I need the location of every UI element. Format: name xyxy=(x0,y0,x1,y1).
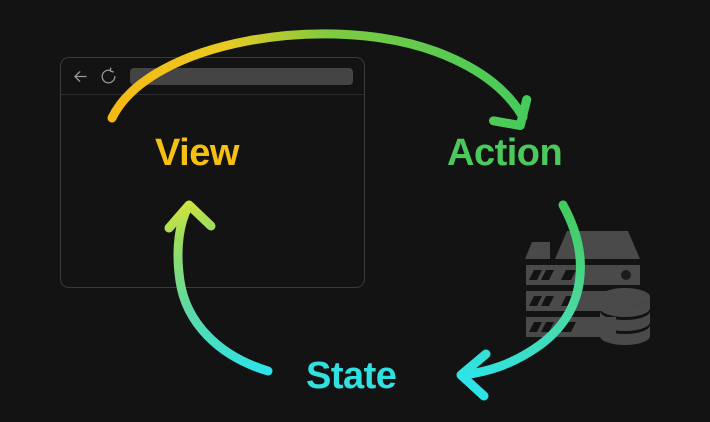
database-cylinder-icon xyxy=(600,288,650,345)
browser-toolbar xyxy=(61,58,364,95)
reload-icon[interactable] xyxy=(99,67,118,86)
infra-icon-group xyxy=(524,218,656,350)
node-label-view: View xyxy=(155,132,239,174)
node-label-state: State xyxy=(306,355,397,397)
node-label-action: Action xyxy=(447,132,563,174)
browser-viewport xyxy=(61,96,364,287)
arrow-left-icon[interactable] xyxy=(71,67,90,86)
address-bar[interactable] xyxy=(130,67,353,85)
